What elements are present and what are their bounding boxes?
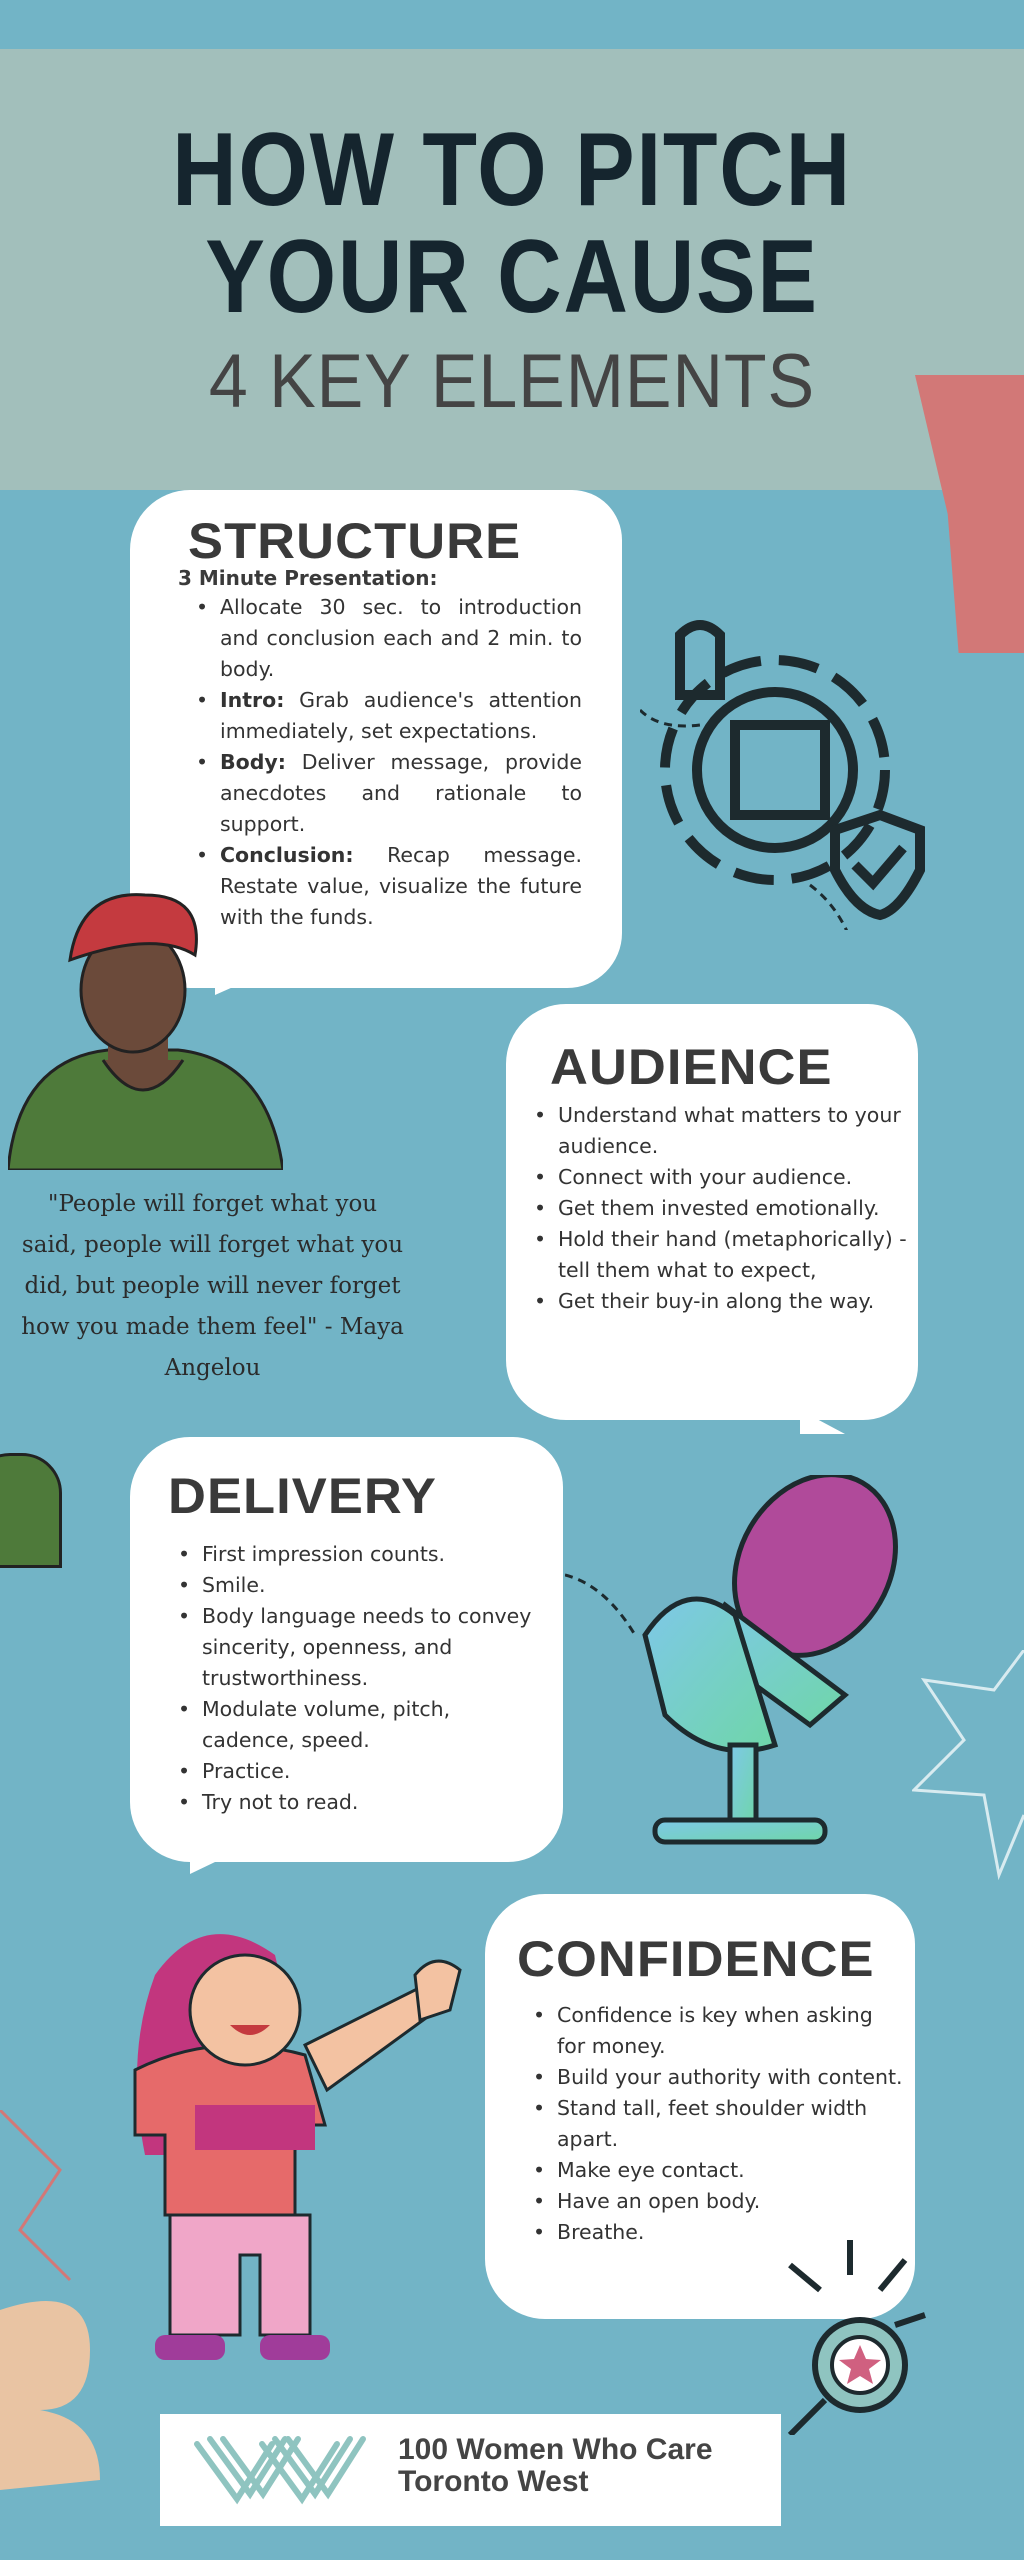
star-badge-icon (787, 2240, 926, 2435)
audience-heading: AUDIENCE (550, 1039, 833, 1095)
audience-card: AUDIENCE Understand what matters to your… (506, 1004, 918, 1420)
confidence-heading: CONFIDENCE (517, 1931, 875, 1987)
waving-girl-illustration (133, 1934, 462, 2360)
organization-logo: 100 Women Who Care Toronto West (160, 2414, 781, 2526)
list-item: Hold their hand (metaphorically) - tell … (526, 1224, 908, 1286)
bubble-tail (190, 1850, 240, 1874)
delivery-heading: DELIVERY (168, 1468, 438, 1524)
structure-card: STRUCTURE 3 Minute Presentation: Allocat… (130, 490, 622, 988)
microphone-icon (565, 1475, 898, 1845)
list-item: Conclusion: Recap message. Restate value… (188, 840, 582, 933)
list-item: Smile. (170, 1570, 543, 1601)
gear-box-shield-icon (640, 620, 925, 930)
logo-line-2: Toronto West (398, 2465, 589, 2498)
list-item: Make eye contact. (525, 2155, 905, 2186)
list-item: Modulate volume, pitch, cadence, speed. (170, 1694, 543, 1756)
structure-heading: STRUCTURE (188, 513, 522, 569)
structure-intro: 3 Minute Presentation: (178, 566, 438, 590)
beige-shape-decoration (0, 2110, 100, 2490)
list-item: Understand what matters to your audience… (526, 1100, 908, 1162)
logo-mark-icon (194, 2436, 366, 2505)
maya-angelou-quote: "People will forget what you said, peopl… (21, 1191, 404, 1381)
delivery-card: DELIVERY First impression counts. Smile.… (130, 1437, 563, 1862)
list-item: Intro: Grab audience's attention immedia… (188, 685, 582, 747)
logo-text: 100 Women Who Care Toronto West (398, 2434, 713, 2498)
star-outline-decoration (912, 1650, 1024, 1880)
logo-line-1: 100 Women Who Care (398, 2433, 713, 2466)
list-item: Stand tall, feet shoulder width apart. (525, 2093, 905, 2155)
list-item: Body language needs to convey sincerity,… (170, 1601, 543, 1694)
list-item: Have an open body. (525, 2186, 905, 2217)
title-line-1: HOW TO PITCH (172, 112, 852, 228)
list-item: Get them invested emotionally. (526, 1193, 908, 1224)
list-item: Get their buy-in along the way. (526, 1286, 908, 1317)
green-figure-decoration (0, 1453, 62, 1568)
list-item: Build your authority with content. (525, 2062, 905, 2093)
list-item: Try not to read. (170, 1787, 543, 1818)
subtitle: 4 KEY ELEMENTS (208, 339, 816, 424)
list-item: Allocate 30 sec. to introduction and con… (188, 592, 582, 685)
list-item: Breathe. (525, 2217, 905, 2248)
list-item: Confidence is key when asking for money. (525, 2000, 905, 2062)
bubble-tail (215, 975, 260, 995)
title-line-2: YOUR CAUSE (205, 219, 819, 335)
pink-ribbon-decoration (915, 375, 1024, 653)
confidence-card: CONFIDENCE Confidence is key when asking… (485, 1894, 915, 2319)
maya-angelou-portrait (8, 893, 283, 1170)
list-item: Connect with your audience. (526, 1162, 908, 1193)
title-banner (0, 49, 1024, 490)
list-item: First impression counts. (170, 1539, 543, 1570)
list-item: Body: Deliver message, provide anecdotes… (188, 747, 582, 840)
bubble-tail (800, 1410, 845, 1434)
list-item: Practice. (170, 1756, 543, 1787)
